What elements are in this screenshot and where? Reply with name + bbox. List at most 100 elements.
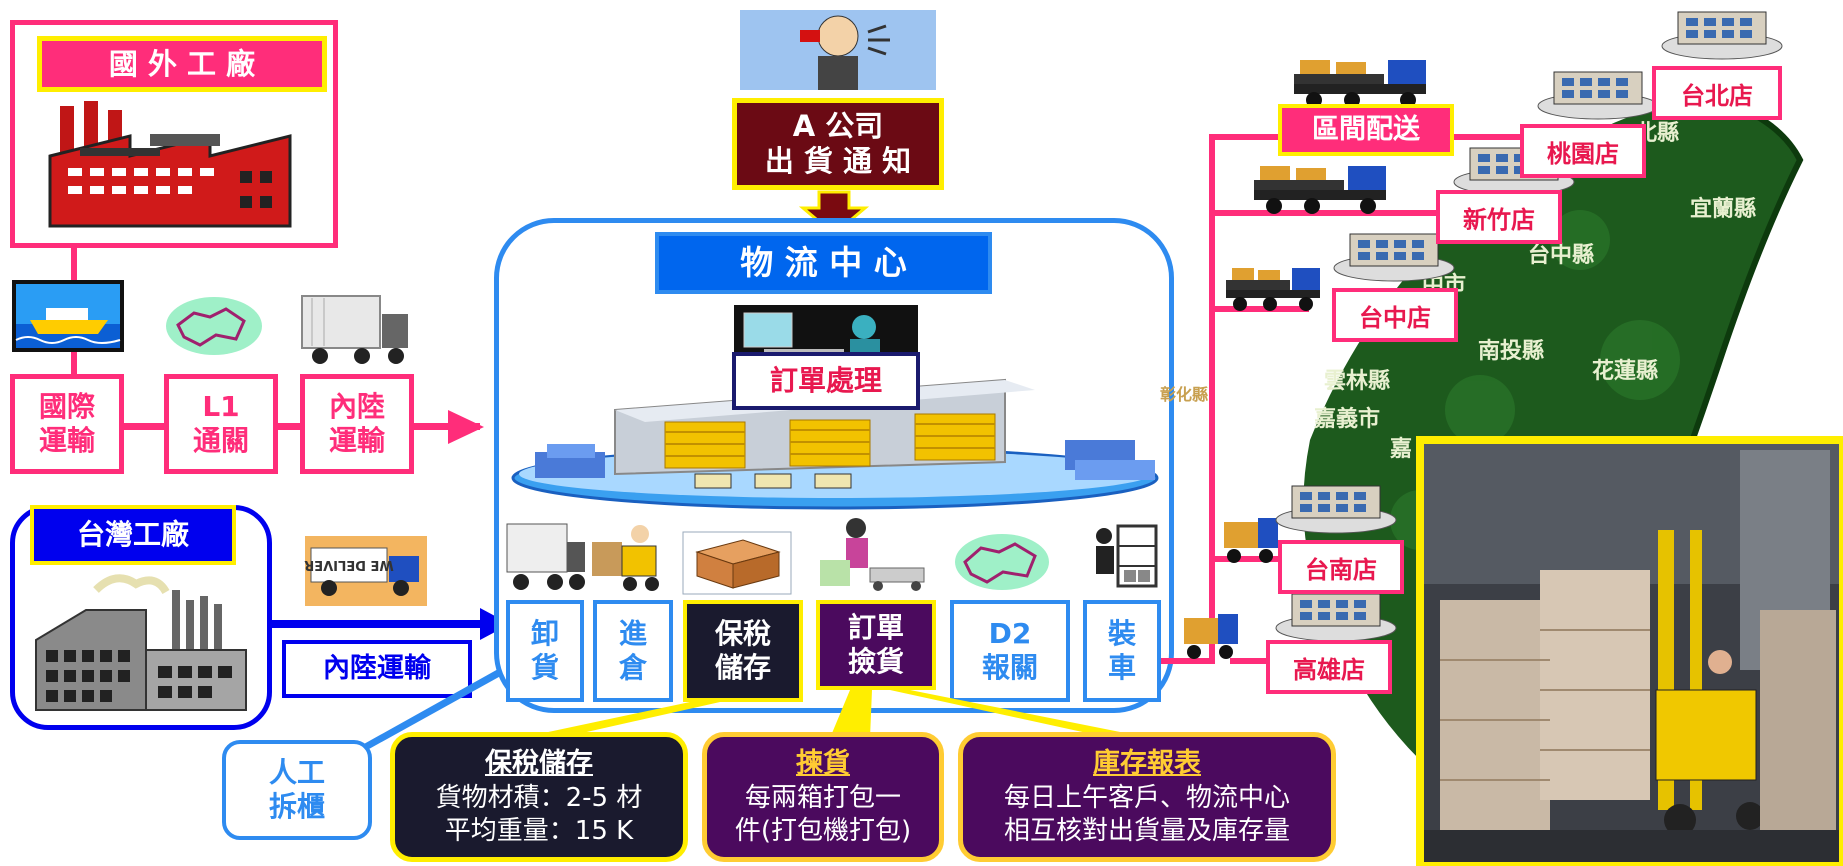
manual-unload-label: 人工 拆櫃 (268, 756, 325, 823)
store-tainan: 台南店 (1278, 540, 1404, 594)
map-label-taichung-county: 台中縣 (1528, 242, 1594, 268)
step-unloading-label: 卸 貨 (530, 617, 559, 684)
step-loading-label: 裝 車 (1107, 617, 1136, 684)
truck-icon-5 (1184, 614, 1238, 659)
order-processing-box: 訂單處理 (732, 352, 920, 410)
map-label-yilan: 宜蘭縣 (1690, 196, 1756, 222)
step-warehousing-label: 進 倉 (618, 617, 647, 684)
logistics-center-title-text: 物 流 中 心 (740, 243, 907, 283)
step-international-shipping: 國際 運輸 (10, 374, 124, 474)
wooden-crate-icon (682, 531, 792, 595)
callout-inventory-report: 庫存報表 每日上午客戶、物流中心 相互核對出貨量及庫存量 (958, 732, 1336, 862)
order-processing-label: 訂單處理 (769, 364, 882, 398)
forklift-worker-icon (592, 525, 659, 591)
callout-bonded-title: 保稅儲存 (485, 748, 593, 779)
phone-manager-icon (740, 10, 936, 90)
step-order-picking-label: 訂單 撿貨 (847, 611, 904, 678)
callout-bonded-line1: 貨物材積：2-5 材 (435, 782, 643, 813)
warehouse-forklift-photo (1416, 436, 1843, 866)
customs-map-icon (955, 534, 1049, 590)
store-taichung-label: 台中店 (1359, 303, 1431, 332)
connector-ship-down (71, 352, 77, 374)
callout-picking-line2: 件(打包機打包) (734, 815, 912, 846)
connector-taiwan-row (270, 620, 490, 628)
store-kaohsiung-label: 高雄店 (1293, 655, 1365, 684)
branch-hsinchu (1209, 210, 1489, 216)
step-d2-customs: D2 報關 (950, 600, 1070, 702)
store-taipei: 台北店 (1652, 66, 1782, 120)
shipping-notice-label: A 公司 出 貨 通 知 (764, 109, 912, 178)
store-kaohsiung: 高雄店 (1266, 640, 1392, 694)
foreign-factory-title-text: 國 外 工 廠 (108, 46, 256, 81)
callout-picking-title: 揀貨 (796, 748, 850, 779)
shipping-notice-box: A 公司 出 貨 通 知 (732, 98, 944, 190)
map-label-chiayi: 嘉義市 (1314, 406, 1380, 432)
step-unloading: 卸 貨 (506, 600, 584, 702)
step-inland-transport-label: 內陸 運輸 (328, 390, 385, 457)
truck-lettering: WE DELIVER (304, 557, 394, 572)
inland-transport-label: 內陸運輸 (323, 652, 431, 684)
branch-tainan (1209, 556, 1309, 562)
building-icon (35, 574, 247, 711)
foreign-factory-title: 國 外 工 廠 (37, 36, 327, 92)
inland-transport-box: 內陸運輸 (282, 640, 472, 698)
manual-unload-pointer (346, 668, 515, 754)
map-label-changhua: 彰化縣 (1160, 385, 1208, 404)
distribution-label: 區間配送 (1312, 113, 1420, 145)
store-taoyuan: 桃園店 (1520, 124, 1646, 178)
callout-report-line1: 每日上午客戶、物流中心 (1003, 782, 1290, 813)
map-label-chiayi-county: 嘉 (1390, 436, 1412, 462)
trailer-icon (506, 523, 585, 590)
store-taichung: 台中店 (1332, 288, 1458, 342)
store-hsinchu: 新竹店 (1436, 190, 1562, 244)
loading-worker-icon (1096, 524, 1158, 588)
ship-icon (12, 280, 124, 352)
truck-icon-1 (1294, 60, 1426, 108)
picker-worker-icon (820, 518, 925, 591)
taiwan-factory-title-text: 台灣工廠 (76, 518, 189, 552)
map-label-yunlin: 雲林縣 (1324, 368, 1390, 394)
truck-icon-4 (1224, 518, 1278, 563)
step-bonded-storage: 保稅 儲存 (683, 600, 803, 702)
connector-foreign-down (71, 248, 77, 280)
map-label-nantou: 南投縣 (1478, 338, 1544, 364)
step-l1-customs-label: L1 通關 (192, 390, 249, 457)
store-taipei-label: 台北店 (1681, 81, 1753, 110)
logistics-center-title: 物 流 中 心 (652, 229, 995, 297)
step-bonded-storage-label: 保稅 儲存 (714, 617, 771, 684)
store-building-icon-taoyuan (1537, 71, 1659, 120)
callout-picking-line1: 每兩箱打包一 (744, 782, 901, 813)
step-loading: 裝 車 (1083, 600, 1161, 702)
store-building-icon-tainan (1275, 485, 1397, 534)
step-inland-transport: 內陸 運輸 (300, 374, 414, 474)
step-international-shipping-label: 國際 運輸 (38, 390, 95, 457)
truck-icon-3 (1226, 268, 1320, 311)
store-building-icon-kaohsiung (1275, 593, 1397, 642)
inbound-arrow (448, 410, 484, 444)
factory-icon (48, 101, 292, 228)
distribution-trunk (1209, 134, 1215, 664)
map-label-hualien: 花蓮縣 (1592, 358, 1658, 384)
taiwan-factory-title: 台灣工廠 (30, 505, 236, 565)
distribution-label-box: 區間配送 (1278, 104, 1454, 156)
store-hsinchu-label: 新竹店 (1463, 205, 1535, 234)
step-d2-customs-label: D2 報關 (981, 617, 1038, 684)
branch-taichung (1209, 306, 1309, 312)
distribution-out-line (1161, 658, 1215, 664)
store-taoyuan-label: 桃園店 (1547, 139, 1619, 168)
manual-unload-box: 人工 拆櫃 (222, 740, 372, 840)
container-truck-icon (301, 295, 408, 364)
step-order-picking: 訂單 撿貨 (816, 600, 936, 690)
callout-report-line2: 相互核對出貨量及庫存量 (1003, 815, 1290, 846)
delivery-truck-icon: WE DELIVER (304, 536, 427, 606)
step-warehousing: 進 倉 (593, 600, 673, 702)
step-l1-customs: L1 通關 (164, 374, 278, 474)
callout-picking: 揀貨 每兩箱打包一 件(打包機打包) (702, 732, 944, 862)
store-building-icon-taichung (1333, 233, 1455, 282)
island-icon (166, 297, 262, 355)
callout-report-title: 庫存報表 (1093, 748, 1201, 779)
callout-bonded-line2: 平均重量：15 K (444, 815, 634, 846)
store-building-icon-taipei (1661, 11, 1783, 60)
truck-icon-2 (1254, 166, 1386, 214)
